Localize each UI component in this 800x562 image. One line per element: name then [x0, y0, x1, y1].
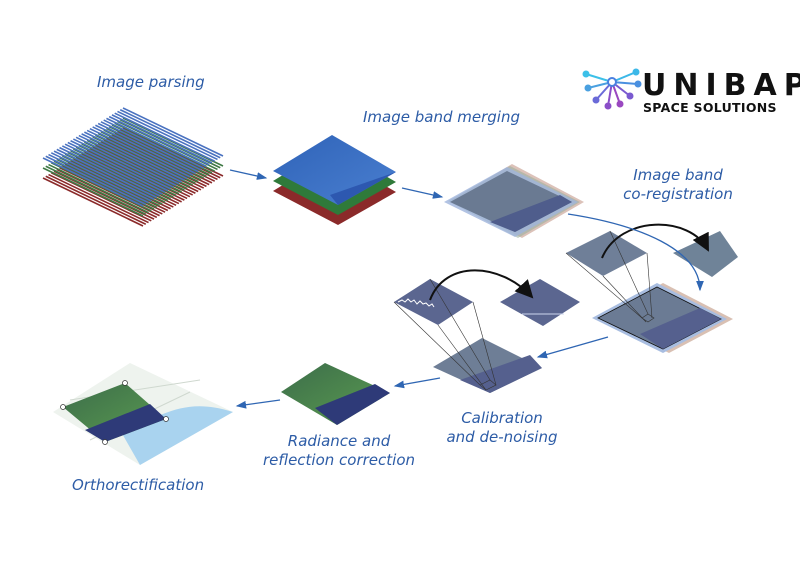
parsing-stripe [86, 129, 188, 180]
parsing-stripe [45, 175, 147, 225]
label-calibration-denoising: Calibration and de-noising [438, 409, 566, 447]
parsing-stripe [61, 145, 163, 195]
parsing-stripe [56, 148, 158, 199]
parsing-stripe [106, 117, 207, 168]
parsing-stripe [108, 115, 210, 166]
parsing-stripe [75, 136, 177, 187]
label-line: co-registration [623, 185, 733, 203]
arrow-parsing-to-merging [229, 169, 268, 180]
orthorectified-map [53, 363, 233, 465]
calibration-curve-arrow [429, 269, 534, 301]
radiance-tile [281, 363, 390, 425]
label-line: Radiance and [287, 432, 391, 450]
parsing-stripe [70, 140, 171, 190]
parsing-stripe [42, 167, 144, 217]
logo-dot [632, 68, 640, 76]
band-coregistered-tile [444, 164, 584, 238]
image-parsing-stripes [42, 107, 224, 227]
label-line: Calibration [461, 409, 543, 427]
parsing-stripe [84, 131, 185, 181]
unibap-logo-icon [582, 68, 642, 110]
label-orthorectification: Orthorectification [72, 476, 205, 494]
parsing-stripe [59, 146, 160, 197]
parsing-stripe [89, 127, 191, 178]
calibration-projection-lines [393, 278, 497, 391]
logo-dot [634, 80, 642, 88]
label-image-band-coregistration: Image band co-registration [620, 166, 736, 204]
noise-signal [397, 298, 435, 308]
parsing-stripe [92, 126, 194, 176]
label-image-band-merging: Image band merging [363, 108, 520, 126]
label-image-parsing: Image parsing [97, 73, 205, 91]
parsing-stripe [114, 112, 216, 162]
logo-dot [582, 70, 590, 78]
logo-dot [592, 96, 600, 104]
parsing-stripe [100, 121, 202, 171]
logo-dot [626, 92, 634, 100]
label-radiance-reflection-correction: Radiance and reflection correction [257, 432, 421, 470]
parsing-stripe [45, 165, 147, 215]
coreg-tile-left [566, 231, 647, 276]
label-line: and de-noising [446, 428, 558, 446]
parsing-stripe [119, 109, 221, 159]
parsing-stripe [64, 143, 166, 193]
parsing-stripe [50, 152, 152, 202]
arrow-merging-to-coreg [401, 187, 444, 199]
arrow-calibration-to-radiance [393, 377, 441, 389]
calibration-noisy-tile [394, 279, 473, 325]
coreg-curve-arrow [601, 223, 709, 259]
logo-dot [616, 100, 624, 108]
parsing-stripe [42, 157, 144, 207]
logo-tagline: SPACE SOLUTIONS [643, 100, 777, 115]
arrow-coreg-to-stack [567, 213, 704, 292]
logo-brand: UNIBAP [642, 68, 800, 103]
parsing-stripe [67, 141, 169, 192]
logo-dot [584, 84, 592, 92]
logo-dot [604, 102, 612, 110]
parsing-stripe [95, 124, 196, 174]
coreg-tile-right [673, 231, 738, 277]
parsing-stripe [111, 114, 213, 164]
parsing-stripe [81, 133, 182, 183]
coreg-projection-lines [565, 230, 655, 323]
parsing-stripe [122, 107, 224, 157]
parsing-stripe [97, 122, 199, 173]
parsing-stripe [48, 163, 149, 214]
calibration-clean-tile [500, 279, 580, 326]
parsing-stripe [72, 138, 174, 188]
parsing-stripe [48, 153, 149, 204]
parsing-stripe [48, 173, 149, 224]
band-merging-stack [273, 135, 396, 225]
parsing-stripe [53, 150, 155, 200]
label-line: Image band [633, 166, 723, 184]
arrow-radiance-to-ortho [235, 399, 281, 409]
arrow-coreg-to-calibration [536, 336, 609, 359]
parsing-stripe [45, 155, 147, 205]
parsing-stripe [117, 110, 218, 161]
label-line: reflection correction [262, 451, 416, 469]
parsing-stripe [42, 177, 144, 227]
parsing-stripe [103, 119, 205, 169]
logo-hub [607, 77, 617, 87]
parsing-stripe [78, 134, 180, 185]
flow-arrows [229, 169, 704, 409]
